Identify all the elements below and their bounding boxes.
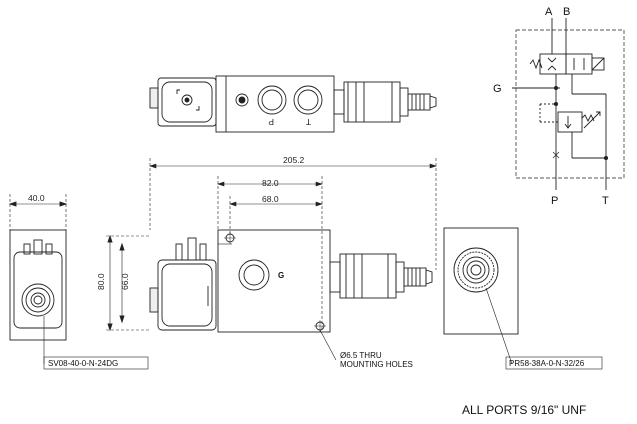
dim-205-text: 205.2 bbox=[283, 155, 305, 165]
front-view bbox=[106, 229, 433, 361]
mounting-holes-line2: MOUNTING HOLES bbox=[340, 360, 413, 369]
dimensions-top bbox=[149, 158, 437, 330]
schematic-reducing-valve bbox=[557, 111, 583, 133]
dim-82-text: 82.0 bbox=[262, 178, 279, 188]
front-adjuster bbox=[403, 267, 427, 287]
left-part-number: SV08-40-0-N-24DG bbox=[48, 359, 118, 368]
top-t-mark: T bbox=[306, 117, 311, 127]
top-port-g bbox=[235, 93, 249, 107]
top-manifold-body bbox=[215, 75, 335, 133]
side-coil bbox=[13, 251, 63, 329]
dim-66-text: 66.0 bbox=[120, 273, 130, 290]
front-coil bbox=[157, 259, 217, 331]
hydraulic-schematic bbox=[512, 18, 625, 190]
schematic-label-t: T bbox=[602, 195, 609, 207]
schematic-valve-pos1 bbox=[539, 53, 567, 75]
top-p-mark: P bbox=[268, 117, 274, 127]
left-side-view bbox=[8, 194, 68, 364]
right-part-number: PR58-38A-0-N-32/26 bbox=[509, 359, 585, 368]
schematic-spring bbox=[529, 58, 543, 70]
schematic-label-p: P bbox=[551, 195, 558, 207]
mounting-holes-line1: Ø6.5 THRU bbox=[340, 351, 382, 360]
right-part-box bbox=[505, 356, 603, 370]
ports-note: ALL PORTS 9/16" UNF bbox=[462, 403, 586, 417]
top-view: P T bbox=[149, 75, 437, 133]
schematic-frame bbox=[515, 29, 625, 179]
schematic-label-g: G bbox=[493, 83, 502, 95]
top-coil-connector bbox=[161, 81, 213, 123]
schematic-valve-pos2 bbox=[565, 53, 593, 75]
schematic-label-b: B bbox=[563, 6, 570, 18]
right-end-view bbox=[443, 227, 519, 365]
dim-40-text: 40.0 bbox=[28, 193, 45, 203]
top-adjuster bbox=[407, 93, 431, 111]
end-view-adjuster bbox=[453, 247, 499, 293]
front-port-g bbox=[238, 259, 270, 291]
top-coil-nut bbox=[149, 87, 159, 109]
end-view-block bbox=[443, 227, 519, 335]
dim-80-text: 80.0 bbox=[96, 273, 106, 290]
side-block bbox=[9, 229, 67, 341]
top-coil-screw bbox=[181, 94, 193, 106]
front-manifold-body bbox=[217, 229, 331, 333]
schematic-solenoid bbox=[591, 57, 605, 71]
top-port-t bbox=[293, 85, 323, 115]
side-coil-nut bbox=[21, 283, 55, 317]
schematic-label-a: A bbox=[545, 6, 553, 18]
left-part-box bbox=[43, 356, 149, 370]
schematic-plug bbox=[552, 151, 560, 159]
front-g-mark: G bbox=[278, 271, 284, 280]
dim-68-text: 68.0 bbox=[262, 194, 279, 204]
top-port-p bbox=[257, 85, 287, 115]
